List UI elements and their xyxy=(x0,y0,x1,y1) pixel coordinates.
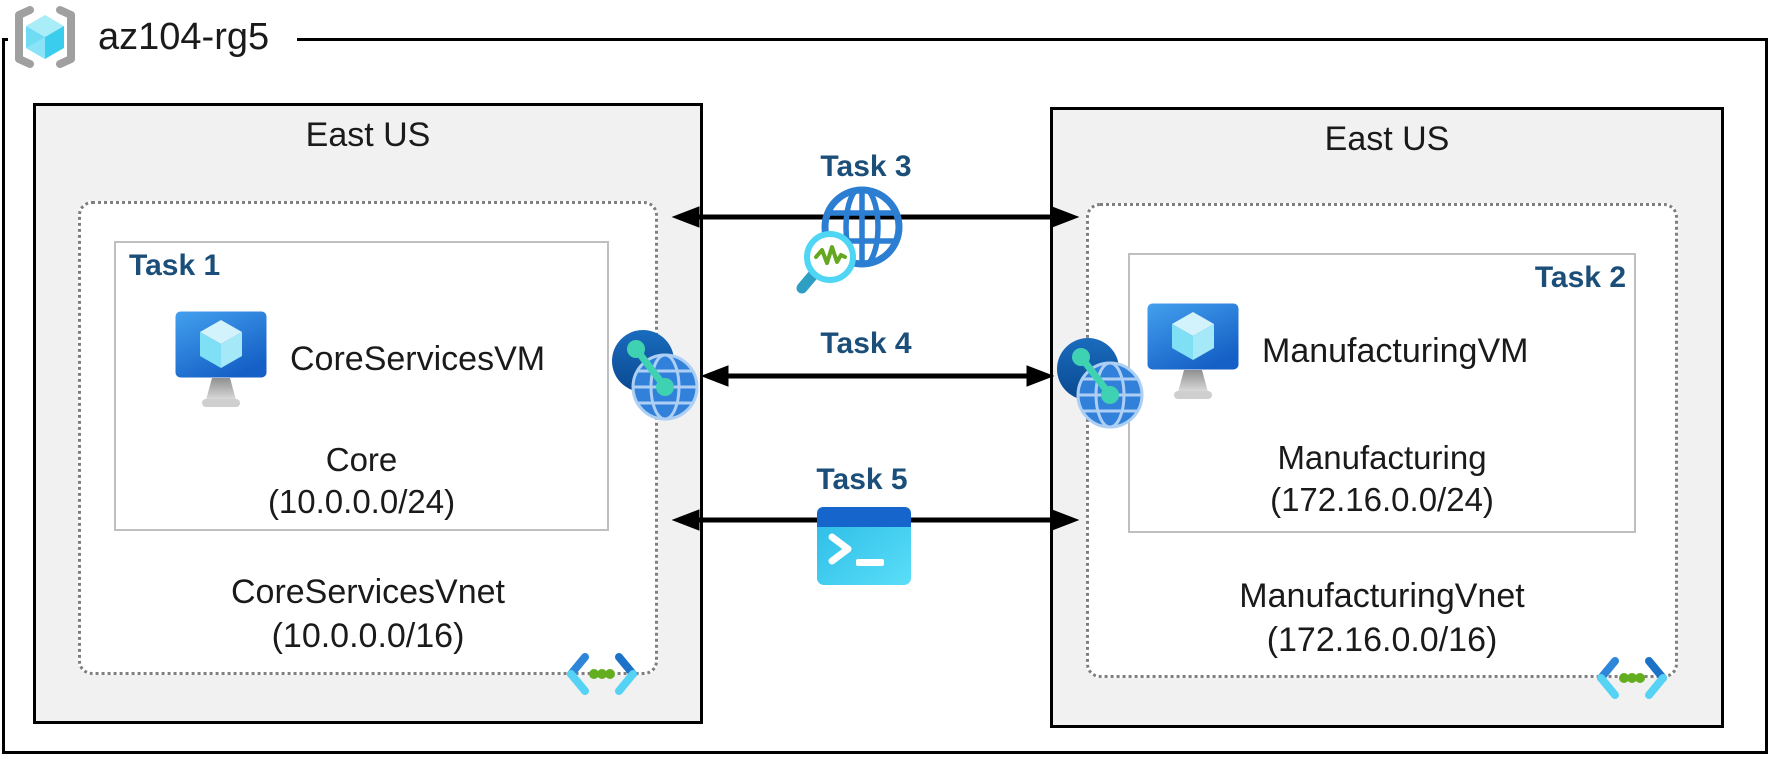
virtual-network-icon xyxy=(567,653,637,695)
vnet-name-block-left: CoreServicesVnet (10.0.0.0/16) xyxy=(81,570,655,658)
connection-label-task5: Task 5 xyxy=(816,463,908,496)
vnet-peering-icon-left xyxy=(612,330,699,421)
resource-group-label: az104-rg5 xyxy=(98,15,270,58)
region-title-left: East US xyxy=(305,116,431,154)
connection-label-task4: Task 4 xyxy=(820,327,912,360)
vnet-box-coreservices: Task 1 CoreServicesVM Core (10.0.0.0/24) xyxy=(78,201,658,695)
subnet-cidr-right: (172.16.0.0/24) xyxy=(1270,481,1494,518)
vnet-name-block-right: ManufacturingVnet (172.16.0.0/16) xyxy=(1089,574,1675,662)
region-box-right: East US Task 2 ManufacturingVM xyxy=(1050,107,1724,728)
resource-group-icon xyxy=(15,6,75,68)
vnet-peering-icon-right xyxy=(1057,338,1144,429)
task-label-1: Task 1 xyxy=(129,249,221,282)
subnet-box-core: Task 1 CoreServicesVM Core (10.0.0.0/24) xyxy=(114,241,609,531)
virtual-machine-icon xyxy=(175,311,267,407)
network-watcher-icon xyxy=(796,186,903,294)
vm-name-right: ManufacturingVM xyxy=(1262,331,1529,370)
vnet-box-manufacturing: Task 2 ManufacturingVM Manufacturing (17… xyxy=(1086,203,1678,699)
subnet-cidr-left: (10.0.0.0/24) xyxy=(267,483,456,520)
vnet-name-right: ManufacturingVnet xyxy=(1239,577,1525,615)
task-label-2: Task 2 xyxy=(1534,261,1626,294)
region-box-left: East US Task 1 CoreServicesVM xyxy=(33,103,703,724)
subnet-name-right: Manufacturing xyxy=(1277,439,1487,476)
subnet-name-left: Core xyxy=(325,441,398,478)
resource-group-header: az104-rg5 xyxy=(8,2,298,72)
vnet-name-left: CoreServicesVnet xyxy=(230,573,505,611)
virtual-machine-icon xyxy=(1147,303,1239,399)
subnet-box-manufacturing: Task 2 ManufacturingVM Manufacturing (17… xyxy=(1128,253,1636,533)
vnet-cidr-right: (172.16.0.0/16) xyxy=(1266,621,1498,659)
subnet-name-block-right: Manufacturing (172.16.0.0/24) xyxy=(1130,437,1634,521)
vm-name-left: CoreServicesVM xyxy=(290,339,546,378)
cloud-shell-icon xyxy=(817,507,911,585)
vm-row-right: ManufacturingVM xyxy=(1146,301,1528,401)
subnet-name-block-left: Core (10.0.0.0/24) xyxy=(116,439,607,523)
connection-label-task3: Task 3 xyxy=(820,150,912,183)
vnet-cidr-left: (10.0.0.0/16) xyxy=(271,617,465,655)
region-title-right: East US xyxy=(1324,120,1450,158)
virtual-network-icon xyxy=(1597,657,1667,699)
vm-row-left: CoreServicesVM xyxy=(174,309,545,409)
